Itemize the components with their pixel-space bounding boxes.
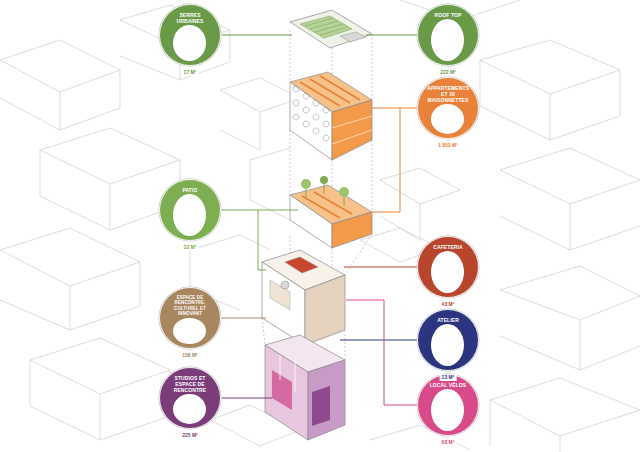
area-value: 225 M² [180,432,200,439]
icon-disc [173,25,206,61]
area-circle: SERRES URBAINES17 M² [159,4,221,66]
apartments-layer [290,72,372,160]
patio-layer [290,176,372,248]
icon-disc [431,389,464,431]
area-value: 1 803 M² [436,142,460,149]
space-name: LOCAL VÉLOS [426,375,470,388]
area-circle: APPARTEMENTS ET 10 MAISONNETTES1 803 M² [417,77,479,139]
ground-floor-layer [262,250,345,345]
area-circle: STUDIOS ET ESPACE DE RENCONTRE225 M² [159,367,221,429]
area-value: 222 M² [438,69,458,76]
basement-layer [265,335,345,440]
area-circle: ESPACE DE RENCONTRE, CULTUREL ET INNOVAN… [159,287,221,349]
explode-guides [262,30,372,372]
space-name: APPARTEMENTS ET 10 MAISONNETTES [426,78,470,103]
roof-layer [290,10,372,48]
area-value: 68 M² [440,439,457,446]
area-value: 17 M² [182,69,199,76]
space-name: STUDIOS ET ESPACE DE RENCONTRE [168,368,212,393]
area-value: 158 M² [180,352,200,359]
area-value: 32 M² [182,244,199,251]
icon-disc [431,19,464,61]
icon-disc [431,104,464,134]
icon-disc [431,251,464,293]
space-name: ATELIER [426,310,470,323]
area-circle: ROOF TOP222 M² [417,4,479,66]
leader-lines [222,35,418,405]
area-circle: ATELIER13 M² [417,309,479,371]
icon-disc [173,194,206,236]
icon-disc [173,318,206,344]
icon-disc [173,394,206,424]
space-name: PATIO [168,180,212,193]
area-value: 43 M² [440,301,457,308]
area-circle: CAFETERIA43 M² [417,236,479,298]
space-name: SERRES URBAINES [168,5,212,24]
space-name: ROOF TOP [426,5,470,18]
area-circle: LOCAL VÉLOS68 M² [417,374,479,436]
area-circle: PATIO32 M² [159,179,221,241]
space-name: ESPACE DE RENCONTRE, CULTUREL ET INNOVAN… [168,288,212,317]
icon-disc [431,324,464,366]
space-name: CAFETERIA [426,237,470,250]
area-value: 13 M² [440,374,457,381]
